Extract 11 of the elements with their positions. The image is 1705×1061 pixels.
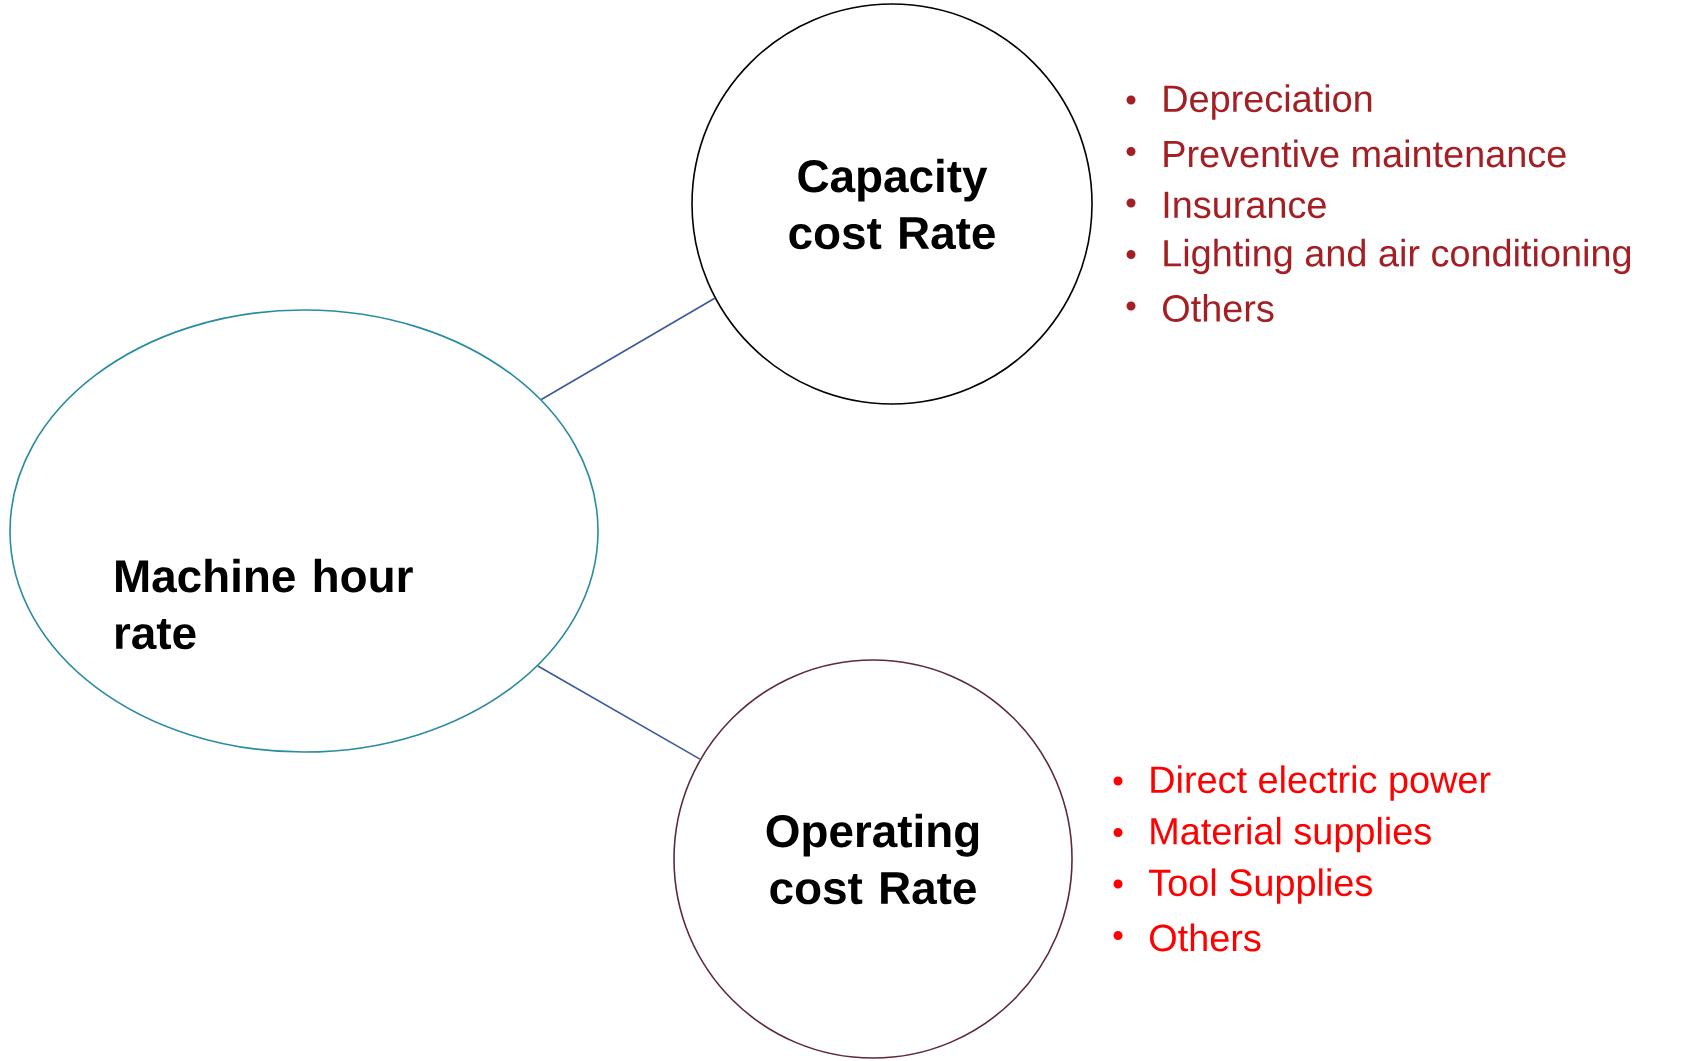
list-item: Others	[1113, 923, 1261, 952]
list-item: Direct electric power	[1113, 765, 1491, 801]
list-item: Tool Supplies	[1113, 868, 1372, 904]
list-item: Preventive maintenance	[1126, 139, 1566, 168]
list-item: Material supplies	[1113, 816, 1431, 853]
list-item: Depreciation	[1126, 84, 1372, 120]
connector-line	[537, 665, 701, 760]
list-item: Others	[1126, 294, 1274, 322]
list-item: Insurance	[1126, 191, 1326, 219]
list-item: Lighting and air conditioning	[1126, 238, 1631, 275]
connector-line	[540, 297, 716, 401]
